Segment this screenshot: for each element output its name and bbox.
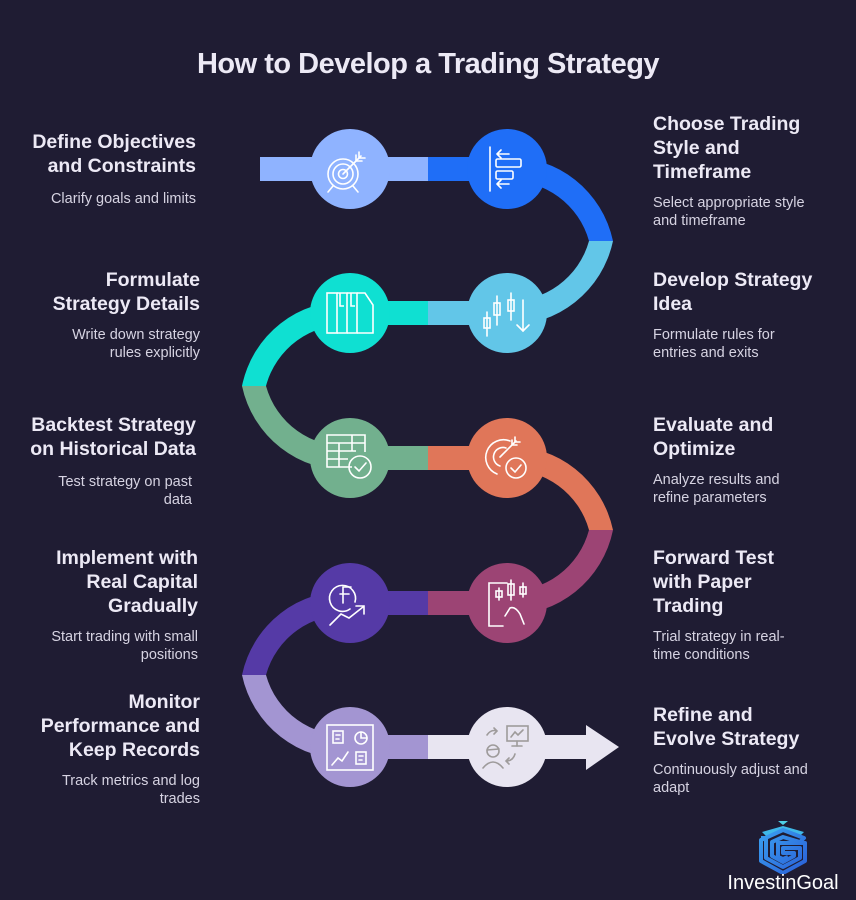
dashboard-icon <box>326 724 374 771</box>
step-7-node <box>467 563 547 643</box>
table-check-icon <box>326 434 372 479</box>
investingoal-logo: InvestinGoal <box>716 818 850 898</box>
step-8-node <box>310 563 390 643</box>
mobile-candlestick-icon <box>488 579 527 627</box>
step-10-node <box>467 707 547 787</box>
logo-mark-icon <box>759 821 807 875</box>
step-3-node <box>467 273 547 353</box>
page-title: How to Develop a Trading Strategy <box>196 48 660 80</box>
align-bars-icon <box>489 146 522 192</box>
target-check-icon <box>484 436 527 479</box>
step-6-node <box>467 418 547 498</box>
columns-icon <box>326 292 374 334</box>
person-cycle-icon <box>482 725 529 769</box>
target-icon <box>327 151 366 193</box>
step-description: Clarify goals and limits <box>50 191 196 207</box>
candlestick-down-icon <box>483 292 530 337</box>
step-2-node <box>467 129 547 209</box>
step-5-node <box>310 418 390 498</box>
currency-growth-icon <box>328 584 365 626</box>
step-description: Trial strategy in real-time conditions <box>653 629 785 663</box>
step-4-node <box>310 273 390 353</box>
logo-text: InvestinGoal <box>727 872 839 894</box>
step-9-node <box>310 707 390 787</box>
step-1-node <box>310 129 390 209</box>
